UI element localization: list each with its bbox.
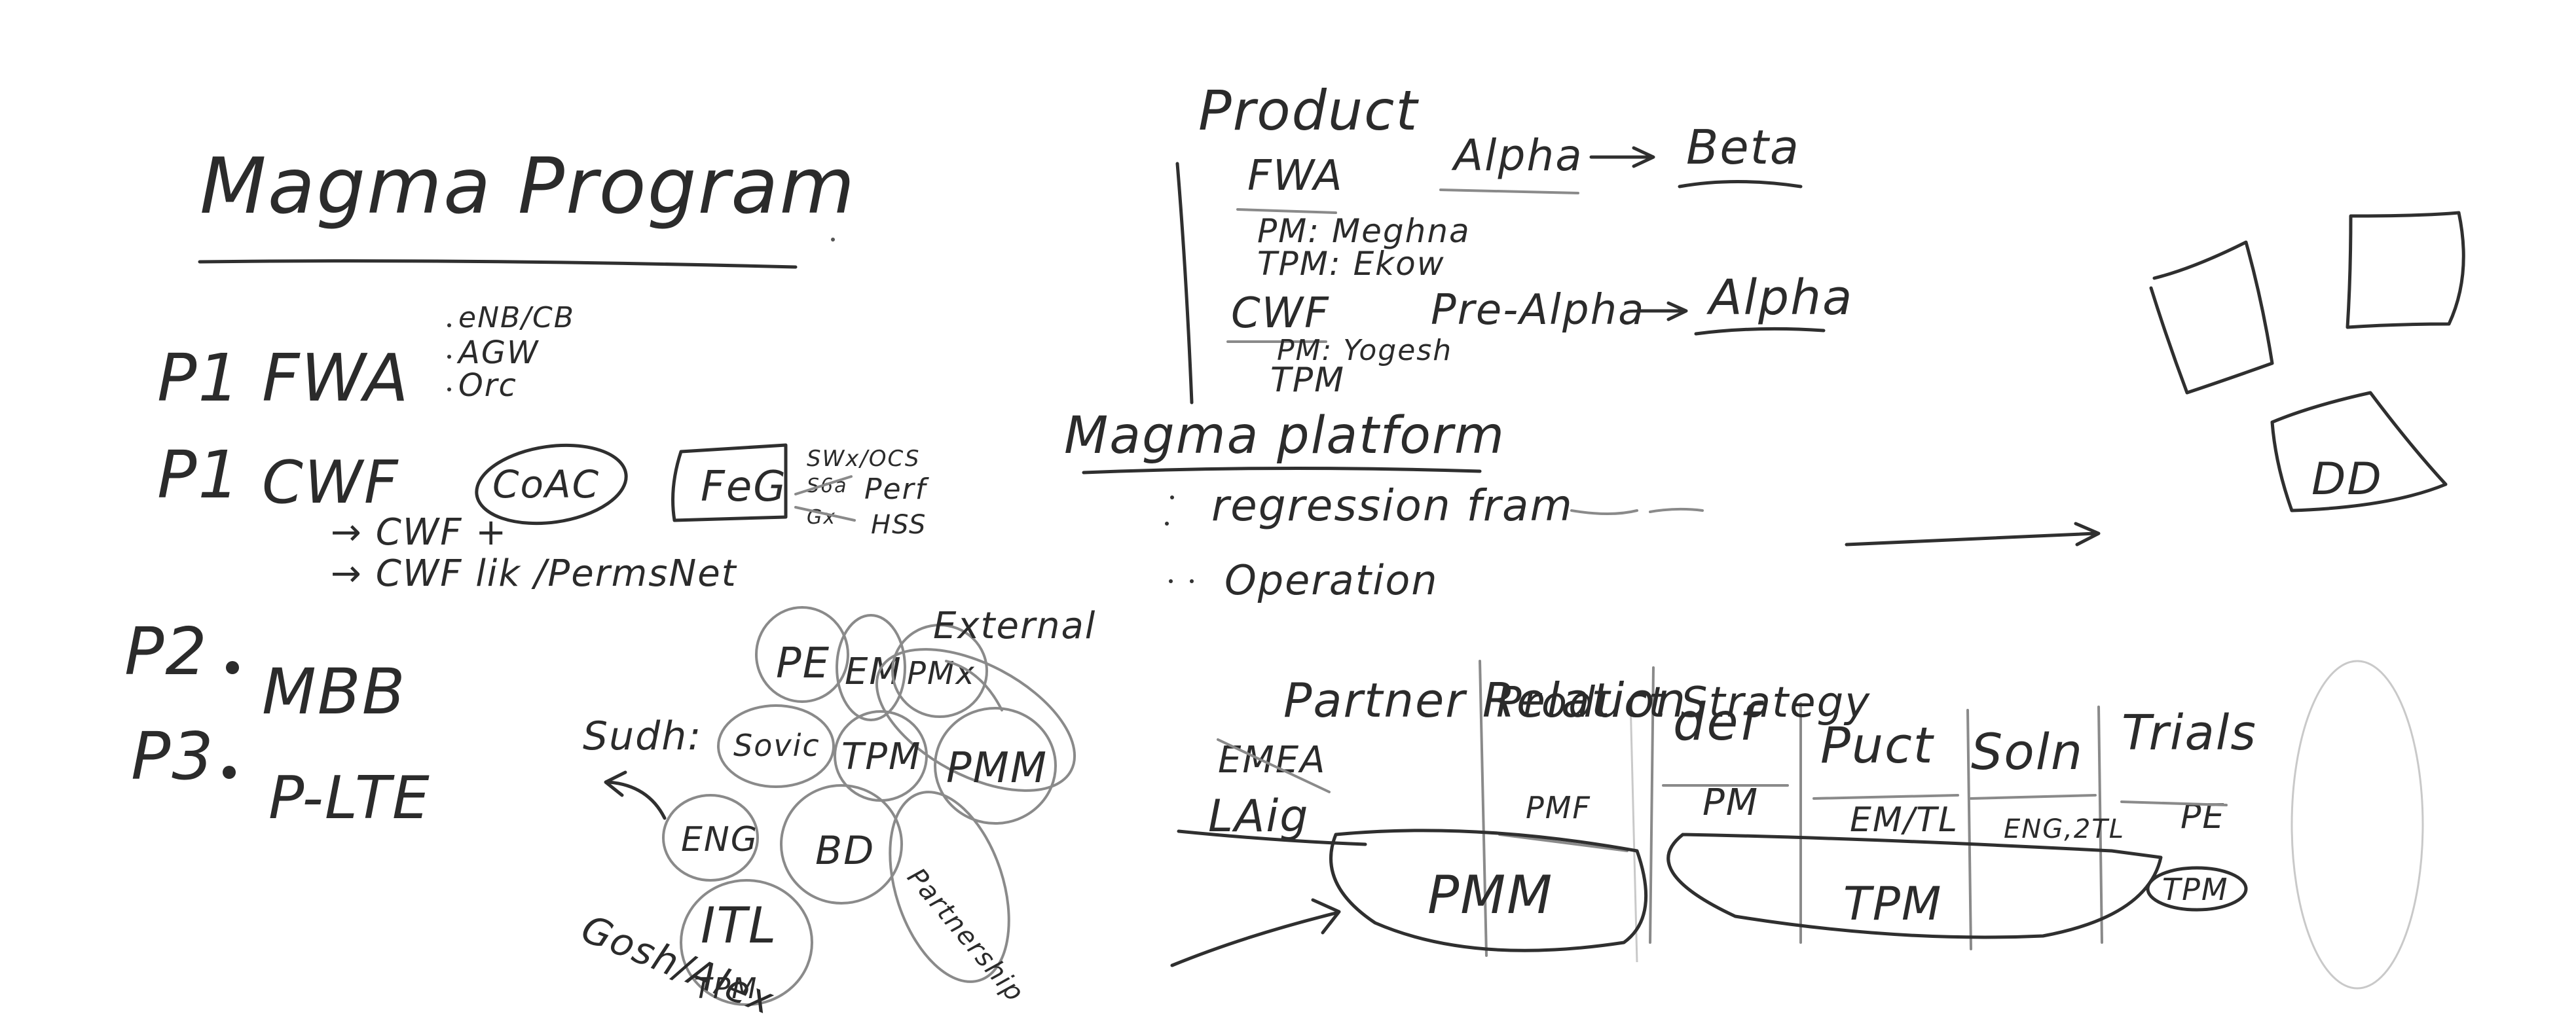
bubble-eng: [662, 794, 759, 882]
column-product-strategy-role: PMF: [1526, 790, 1591, 825]
cwf-note-perf: Perf: [864, 473, 930, 506]
product-heading: Product: [1198, 79, 1419, 143]
role-eng: ENG: [681, 820, 758, 859]
column-def-role: PM: [1702, 781, 1759, 824]
fwa-priority: P1: [157, 340, 241, 416]
sketch-square-left: [2149, 240, 2274, 395]
logo-sketch: [2270, 391, 2448, 512]
fwa-note-enb: eNB/CB: [458, 301, 575, 334]
product-cwf-name: CWF: [1231, 289, 1330, 338]
plte-priority: P3: [131, 718, 215, 795]
cwf-circled: CoAC: [492, 462, 600, 507]
pmm-pointer-arrow: [1170, 898, 1341, 967]
bubble-bd: [780, 784, 903, 905]
trials-tpm-circle: [2146, 866, 2248, 912]
product-cwf-from: Pre-Alpha: [1431, 286, 1645, 334]
platform-item-regression: regression fram: [1211, 480, 1573, 531]
cwf-stage-arrow: [1638, 301, 1688, 321]
label-sudh: Sudh:: [583, 713, 702, 759]
column-soln-role: ENG,2TL: [2004, 814, 2125, 844]
fwa-name: FWA: [262, 340, 410, 416]
bubble-partnership: [889, 791, 1010, 983]
mbb-name: MBB: [262, 655, 407, 728]
board-title: Magma Program: [200, 141, 856, 231]
column-soln: Soln: [1971, 723, 2084, 781]
cwf-note-s6a: S6a: [807, 475, 848, 497]
mbb-priority: P2: [124, 613, 208, 690]
cwf-boxed: FeG: [701, 463, 787, 511]
logo-text: DD: [2311, 454, 2383, 505]
cwf-subitem-plus: → CWF +: [331, 511, 507, 554]
platform-item-operation: Operation: [1224, 556, 1439, 604]
coac-circle: [475, 443, 628, 526]
product-fwa-name: FWA: [1247, 152, 1344, 200]
bubble-external: [875, 648, 1076, 792]
cwf-subitem-lik: → CWF lik /PermsNet: [331, 552, 737, 595]
platform-heading: Magma platform: [1064, 406, 1505, 465]
partner-extra-emea: EMEA: [1218, 739, 1326, 781]
bottom-span-pmm: PMM: [1427, 865, 1553, 925]
platform-arrow: [1845, 522, 2101, 547]
alpha-underline: [1694, 327, 1826, 336]
column-trials: Trials: [2122, 705, 2257, 761]
bubble-sovic: [717, 704, 835, 788]
product-fwa-tpm: TPM: Ekow: [1257, 245, 1445, 283]
column-partner-relation: Partner Relation: [1283, 673, 1687, 728]
column-puct-role: EM/TL: [1850, 800, 1959, 840]
plte-bullet: [223, 766, 236, 779]
product-bracket: [1175, 162, 1194, 404]
title-underline: [198, 259, 798, 269]
product-fwa-to: Beta: [1686, 120, 1800, 175]
role-bd: BD: [815, 828, 875, 874]
cwf-priority: P1: [157, 437, 241, 513]
role-tpm: TPM: [841, 736, 921, 778]
role-partnership: Partnership: [901, 863, 1030, 1009]
bubble-itl: [680, 879, 813, 1006]
beta-underline: [1678, 180, 1803, 188]
column-product-strategy: Product Strategy: [1496, 679, 1871, 727]
column-trials-circled: TPM: [2162, 872, 2229, 907]
product-fwa-pm: PM: Meghna: [1257, 212, 1471, 250]
faint-oval: [2291, 660, 2424, 990]
column-puct: Puct: [1820, 716, 1935, 774]
fwa-stage-arrow: [1589, 146, 1655, 168]
platform-underline: [1082, 466, 1482, 475]
tpm-span: [1666, 833, 2163, 939]
bubble-pe: [755, 606, 849, 703]
bubble-pmm: [934, 707, 1057, 825]
product-fwa-from: Alpha: [1451, 130, 1583, 181]
bubble-pmx: [891, 624, 988, 718]
sudh-arrow: [607, 780, 667, 820]
role-itl: ITL: [701, 896, 777, 954]
role-pmm: PMM: [946, 744, 1048, 793]
role-cluster: PE EM PMx External Sovic TPM PMM ENG BD …: [575, 605, 1096, 1023]
stray-dot: [831, 238, 835, 242]
plte-name: P-LTE: [268, 764, 431, 833]
role-sovic: Sovic: [733, 728, 820, 763]
product-cwf-to: Alpha: [1706, 270, 1853, 326]
cwf-note-swx: SWx/OCS: [807, 446, 921, 472]
product-cwf-pm: PM: Yogesh: [1277, 334, 1452, 367]
fwa-note-agw: AGW: [456, 334, 540, 371]
product-cwf-tpm: TPM: [1270, 361, 1345, 400]
column-dividers: [1479, 660, 2103, 963]
label-external: External: [933, 605, 1096, 647]
role-pmx: PMx: [907, 655, 976, 692]
bubble-em: [836, 614, 906, 721]
sketch-square-right: [2346, 211, 2465, 329]
role-itl-tpm: TPM: [694, 972, 758, 1005]
column-def: def: [1673, 693, 1765, 752]
cwf-note-hss: HSS: [871, 510, 927, 540]
fwa-note-orc: Orc: [458, 367, 517, 404]
partner-extra-laig: LAig: [1208, 791, 1309, 842]
feg-box: [671, 443, 788, 522]
bottom-span-tpm: TPM: [1843, 877, 1942, 931]
pmm-span: [1329, 829, 1648, 952]
role-pe: PE: [776, 639, 830, 688]
mbb-bullet: [226, 661, 239, 674]
cwf-name: CWF: [262, 448, 399, 517]
